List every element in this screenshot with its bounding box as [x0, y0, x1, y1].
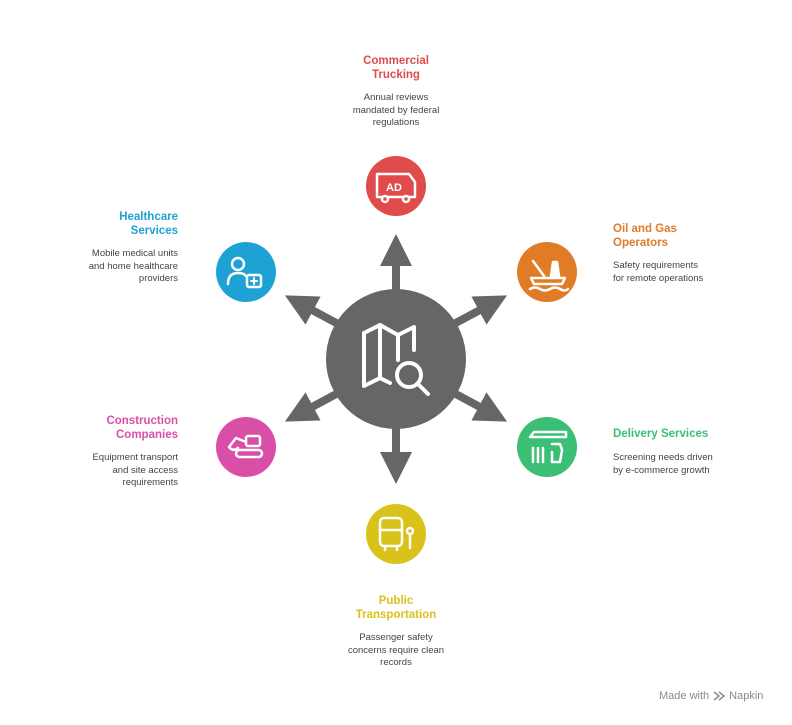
- title-construction-companies: Construction Companies: [106, 415, 178, 441]
- arrow-to-healthcare-services: [284, 295, 342, 329]
- svg-text:AD: AD: [386, 182, 402, 194]
- title-delivery-services: Delivery Services: [613, 428, 709, 440]
- excavator-icon: [227, 434, 264, 459]
- node-circle-oil-and-gas: [517, 242, 577, 302]
- footer-attribution[interactable]: Made with Napkin: [659, 690, 763, 702]
- node-circle-delivery-services: [517, 417, 577, 477]
- node-circle-public-transportation: [366, 504, 426, 564]
- node-delivery-services: [517, 417, 577, 477]
- bus-icon: [378, 516, 415, 552]
- arrow-to-oil-and-gas: [450, 295, 508, 329]
- node-commercial-trucking: AD: [366, 156, 426, 216]
- footer-made-with: Made with: [659, 690, 710, 702]
- package-delivery-icon: [528, 430, 568, 464]
- node-public-transportation: [366, 504, 426, 564]
- title-public-transportation: Public Transportation: [355, 595, 437, 621]
- node-construction-companies: [216, 417, 276, 477]
- medical-worker-icon: [226, 256, 263, 289]
- footer-brand: Napkin: [729, 690, 764, 702]
- map-search-icon: [362, 323, 430, 396]
- description-construction-companies: Equipment transport and site access requ…: [92, 452, 178, 488]
- napkin-logo-icon: [713, 691, 725, 701]
- node-oil-and-gas: [517, 242, 577, 302]
- title-commercial-trucking: Commercial Trucking: [363, 55, 429, 81]
- arrow-to-delivery-services: [450, 388, 508, 422]
- truck-icon: AD: [375, 172, 417, 204]
- description-commercial-trucking: Annual reviews mandated by federal regul…: [352, 92, 440, 128]
- node-healthcare-services: [216, 242, 276, 302]
- hub: [326, 289, 466, 429]
- node-circle-commercial-trucking: [366, 156, 426, 216]
- description-healthcare-services: Mobile medical units and home healthcare…: [88, 248, 178, 284]
- node-circle-healthcare-services: [216, 242, 276, 302]
- description-delivery-services: Screening needs driven by e-commerce gro…: [613, 452, 713, 476]
- title-oil-and-gas: Oil and Gas Operators: [613, 223, 677, 249]
- arrow-to-construction-companies: [284, 388, 342, 422]
- description-oil-and-gas: Safety requirements for remote operation…: [613, 260, 704, 284]
- node-circle-construction-companies: [216, 417, 276, 477]
- description-public-transportation: Passenger safety concerns require clean …: [347, 632, 445, 668]
- title-healthcare-services: Healthcare Services: [119, 211, 178, 237]
- oil-rig-icon: [528, 259, 570, 292]
